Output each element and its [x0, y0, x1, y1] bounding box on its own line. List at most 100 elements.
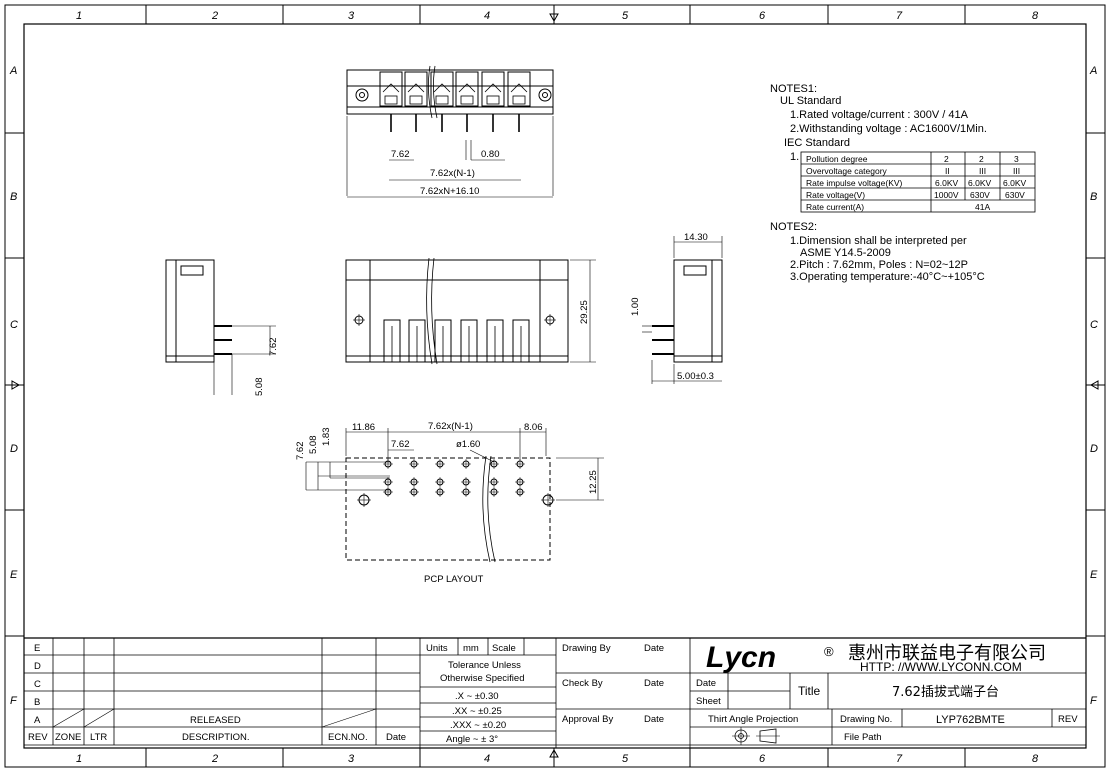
col-label: 3	[348, 753, 355, 765]
title-block	[24, 637, 1086, 748]
units-mm: mm	[463, 643, 479, 654]
front-view	[345, 257, 596, 365]
table-cell: II	[945, 166, 950, 176]
screw-cell	[455, 71, 479, 107]
table-cell: 41A	[975, 202, 990, 212]
notes2-heading: NOTES2:	[770, 221, 817, 233]
released-label: RELEASED	[190, 715, 241, 726]
top-view	[346, 65, 554, 198]
row-label: F	[1090, 695, 1098, 707]
scale-label: Scale	[492, 643, 516, 654]
pcb-caption: PCP LAYOUT	[424, 574, 484, 585]
dim-pcb-806: 8.06	[524, 422, 543, 433]
tolerance-x: .X ~ ±0.30	[455, 691, 499, 702]
col-label: 4	[484, 10, 490, 22]
hdr-ecn: ECN.NO.	[328, 732, 368, 743]
notes1-iec-heading: IEC Standard	[784, 137, 850, 149]
row-label: C	[1090, 319, 1098, 331]
col-label: 6	[759, 10, 766, 22]
dim-top-span: 7.62x(N-1)	[430, 168, 475, 179]
tolerance-angle: Angle ~ ± 3°	[446, 734, 498, 745]
screw-cell	[404, 71, 428, 107]
rev-row-label: C	[34, 679, 41, 690]
dim-pcb-span: 7.62x(N-1)	[428, 421, 473, 432]
iec-table	[800, 151, 1036, 213]
dim-right-100: 1.00	[630, 298, 641, 317]
hdr-rev: REV	[28, 732, 48, 743]
hdr-zone: ZONE	[55, 732, 81, 743]
notes1-heading: NOTES1:	[770, 83, 817, 95]
col-label: 4	[484, 753, 490, 765]
dim-top-pitch: 7.62	[391, 149, 410, 160]
drawing-date-label: Date	[644, 643, 664, 654]
screw-cell	[379, 71, 403, 107]
dim-pcb-1225: 12.25	[588, 470, 599, 494]
table-cell: 1000V	[934, 190, 959, 200]
notes: NOTES1: UL Standard 1.Rated voltage/curr…	[770, 83, 987, 163]
dim-front-height: 29.25	[579, 300, 590, 324]
company-url: HTTP: //WWW.LYCONN.COM	[860, 660, 1022, 674]
company-name: 惠州市联益电子有限公司	[848, 643, 1046, 664]
dim-pcb-508v: 5.08	[308, 436, 319, 455]
col-label: 2	[211, 10, 218, 22]
table-cell: 630V	[970, 190, 990, 200]
table-cell: Rate impulse voltage(KV)	[806, 178, 903, 188]
screw-cell-clamp	[510, 83, 528, 93]
title-label: Title	[798, 684, 821, 698]
col-label: 1	[76, 753, 82, 765]
row-label: A	[1089, 65, 1097, 77]
file-path-label: File Path	[844, 732, 882, 743]
row-label: E	[1090, 569, 1098, 581]
rev-row-label: D	[34, 661, 41, 672]
table-cell: 6.0KV	[1003, 178, 1026, 188]
notes2-item3: 3.Operating temperature:-40°C~+105°C	[790, 271, 985, 283]
notes2-item2: 2.Pitch : 7.62mm, Poles : N=02~12P	[790, 259, 968, 271]
screw-cell-window	[409, 95, 423, 105]
rev-row-label: B	[34, 697, 40, 708]
row-label: C	[10, 319, 18, 331]
drawing-number: LYP762BMTE	[936, 714, 1005, 726]
tolerance-xx: .XX ~ ±0.25	[452, 706, 502, 717]
notes1-ul-item1: 1.Rated voltage/current : 300V / 41A	[790, 109, 969, 121]
screw-cell-window	[384, 95, 398, 105]
dim-pcb-762h: 7.62	[391, 439, 410, 450]
tolerance-xxx: .XXX ~ ±0.20	[450, 720, 506, 731]
screw-cell-window	[460, 95, 474, 105]
tolerance-line1: Tolerance Unless	[448, 660, 521, 671]
col-label: 1	[76, 10, 82, 22]
screw-cell	[507, 71, 531, 107]
notes1-iec-item-no: 1.	[790, 151, 799, 163]
col-label: 8	[1032, 753, 1039, 765]
hdr-date: Date	[386, 732, 406, 743]
row-label: F	[10, 695, 18, 707]
row-label: B	[10, 191, 17, 203]
third-angle-projection-icon	[732, 727, 780, 745]
col-label: 5	[622, 10, 629, 22]
table-cell: 2	[979, 154, 984, 164]
table-cell: 3	[1014, 154, 1019, 164]
table-cell: III	[979, 166, 986, 176]
left-side-view	[165, 259, 276, 395]
table-cell: 6.0KV	[968, 178, 991, 188]
check-date-label: Date	[644, 678, 664, 689]
row-label: D	[1090, 443, 1098, 455]
screw-cell-window	[512, 95, 526, 105]
drawing-no-label: Drawing No.	[840, 714, 892, 725]
notes1-ul-heading: UL Standard	[780, 95, 841, 107]
approval-by-label: Approval By	[562, 714, 613, 725]
projection-label: Thirt Angle Projection	[708, 714, 798, 725]
row-label: D	[10, 443, 18, 455]
table-cell: Rate current(A)	[806, 202, 864, 212]
hdr-desc: DESCRIPTION.	[182, 732, 250, 743]
screw-cell-window	[435, 95, 449, 105]
table-cell: III	[1013, 166, 1020, 176]
tolerance-line2: Otherwise Specified	[440, 673, 524, 684]
screw-cell	[481, 71, 505, 107]
table-cell: 630V	[1005, 190, 1025, 200]
drawing-title: 7.62插拔式端子台	[892, 685, 999, 700]
col-label: 2	[211, 753, 218, 765]
col-label: 7	[896, 10, 903, 22]
dim-pcb-hole: ø1.60	[456, 439, 480, 450]
dim-top-pin: 0.80	[481, 149, 500, 160]
